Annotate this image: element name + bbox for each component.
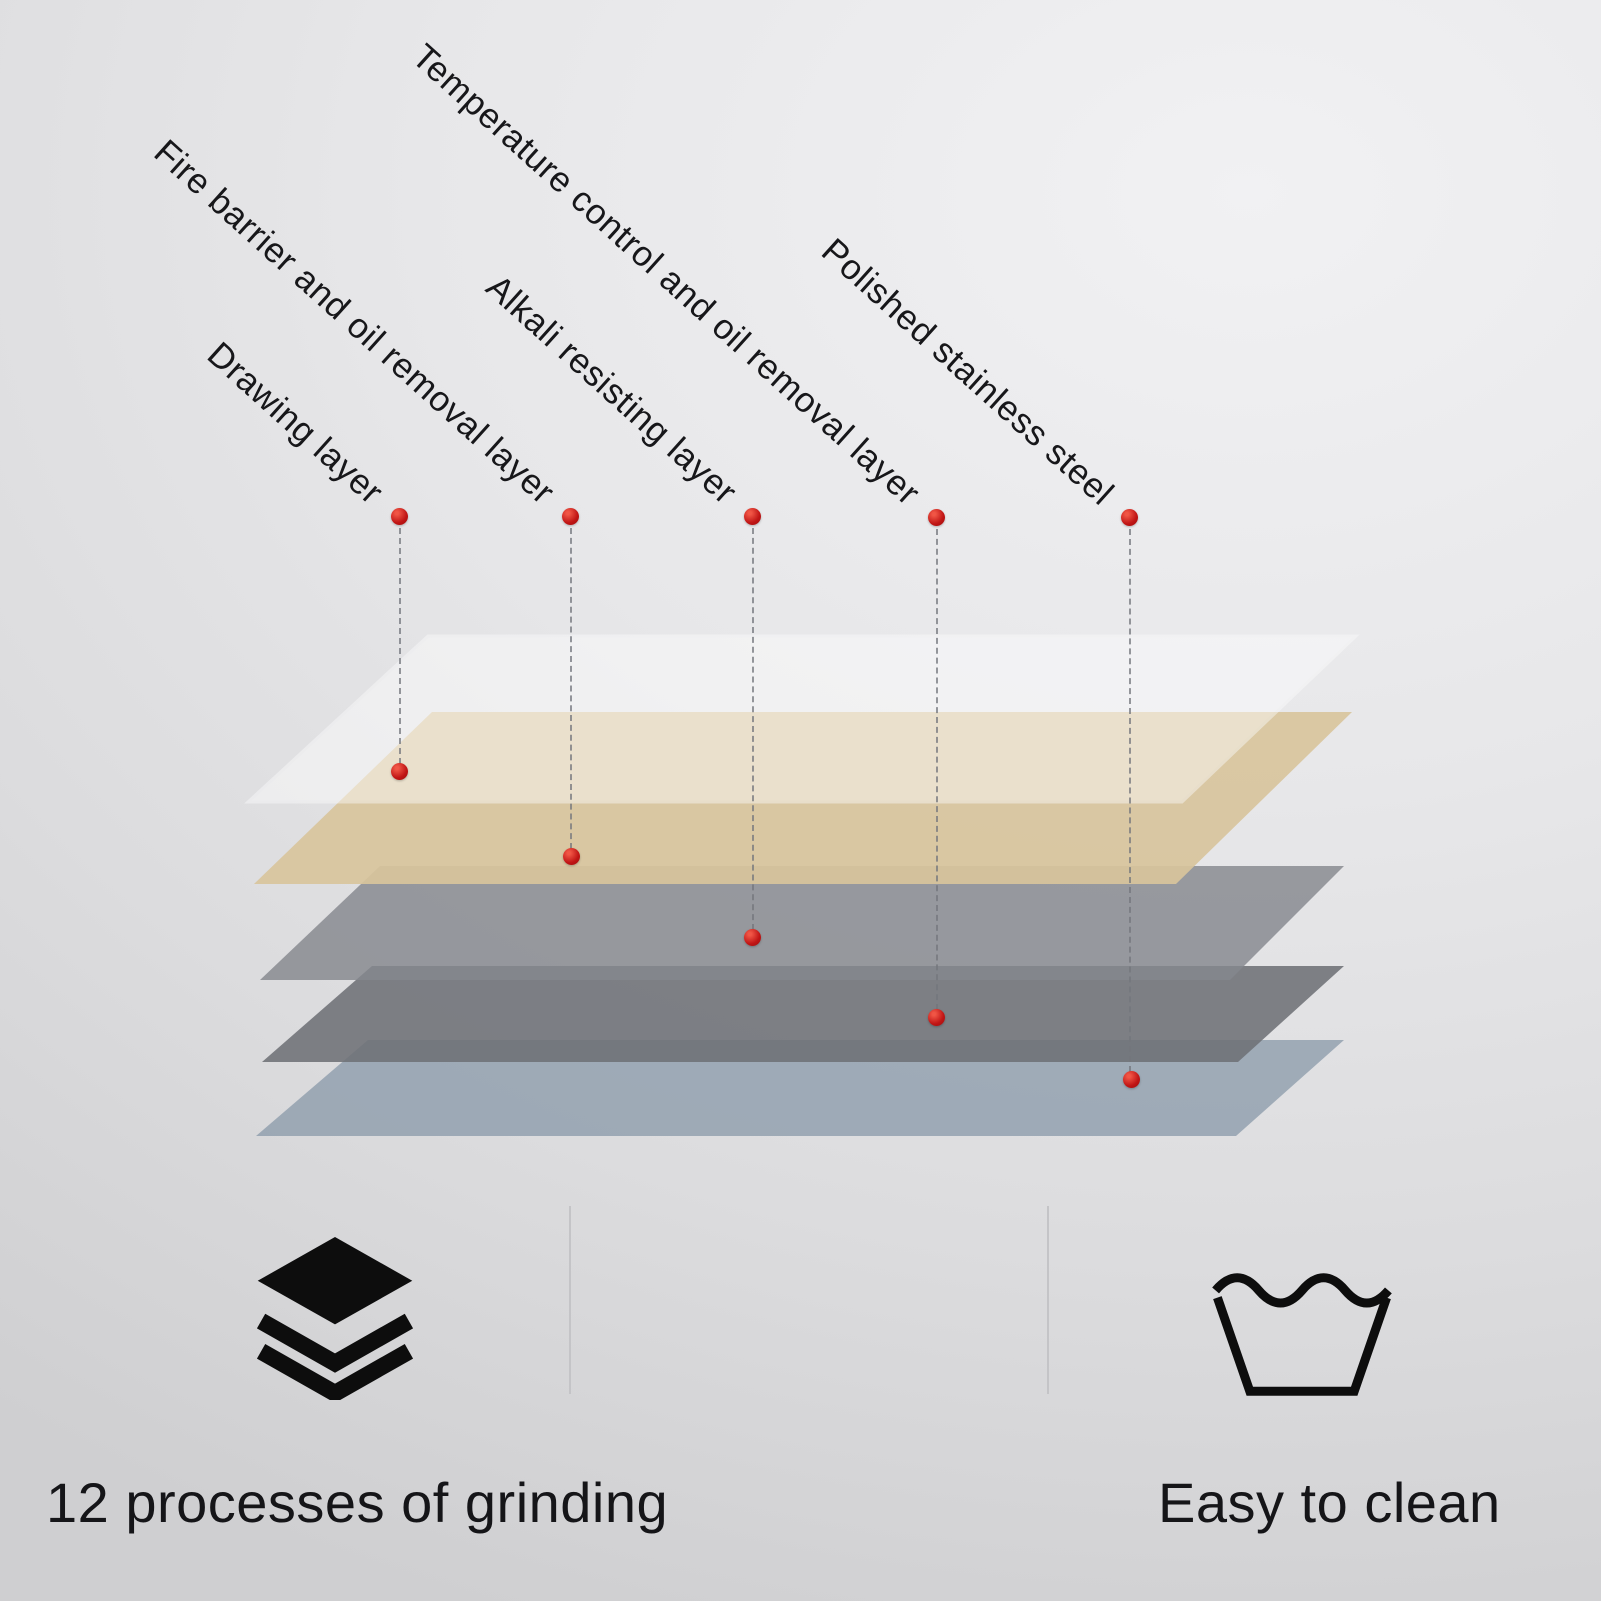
callout-dot (928, 509, 945, 526)
callout-line (936, 529, 938, 1010)
layer-sheet-dark (262, 966, 1344, 1062)
layer-sheet-tan (254, 712, 1352, 884)
callout-line (1129, 529, 1131, 1072)
layer-dot (1123, 1071, 1140, 1088)
feature-label-grinding: 12 processes of grinding (46, 1471, 669, 1534)
layer-sheet-bottom (256, 1040, 1344, 1136)
section-divider (569, 1206, 571, 1394)
wash-basin-icon (1212, 1273, 1392, 1396)
layer-sheet-white (244, 634, 1360, 804)
layer-dot (744, 929, 761, 946)
layer-dot (563, 848, 580, 865)
layer-dot (391, 763, 408, 780)
section-divider (1047, 1206, 1049, 1394)
callout-line (752, 528, 754, 930)
callout-dot (1121, 509, 1138, 526)
callout-line (570, 528, 572, 849)
layer-dot (928, 1009, 945, 1026)
feature-label-easy-clean: Easy to clean (1158, 1471, 1501, 1534)
layers-icon (256, 1237, 414, 1400)
callout-line (399, 528, 401, 764)
callout-dot (391, 508, 408, 525)
layer-sheet-gray (260, 866, 1344, 980)
callout-dot (744, 508, 761, 525)
callout-dot (562, 508, 579, 525)
